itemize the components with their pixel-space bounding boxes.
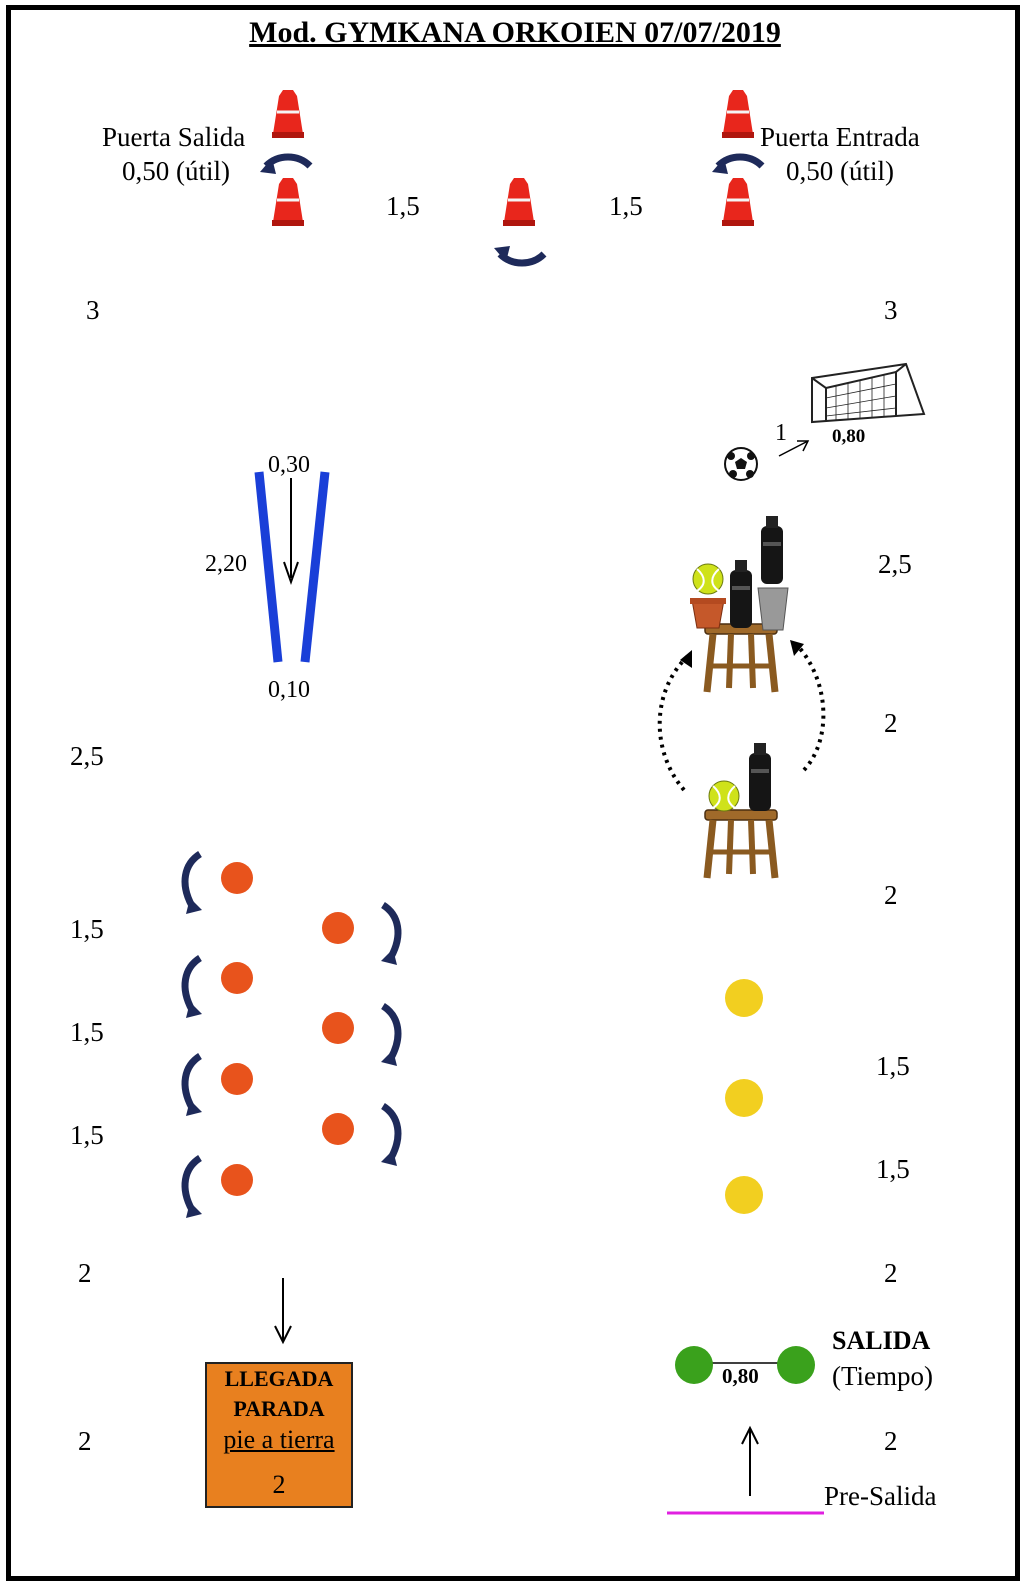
right-distance: 2 xyxy=(884,880,898,910)
gate-gap-right: 1,5 xyxy=(609,191,643,221)
left-distance: 3 xyxy=(86,295,100,325)
turn-arrow-icon xyxy=(712,157,762,174)
corridor-bottom-width: 0,10 xyxy=(268,677,310,703)
exit-gate-width: 0,50 (útil) xyxy=(122,156,230,186)
bottle-icon xyxy=(730,560,752,628)
right-distance: 2 xyxy=(884,708,898,738)
slalom-arrow-icon xyxy=(185,1056,202,1116)
finish-box: LLEGADA PARADA pie a tierra 2 xyxy=(205,1362,353,1508)
yellow-ball-icon xyxy=(725,979,763,1017)
slalom-arrow-icon xyxy=(381,905,398,965)
right-distance: 2,5 xyxy=(878,549,912,579)
stool-icon xyxy=(705,810,777,878)
slalom-arrow-icon xyxy=(185,1158,202,1218)
turn-arrow-icon xyxy=(494,246,547,267)
right-distance: 2 xyxy=(884,1426,898,1456)
start-label: SALIDA xyxy=(832,1326,931,1355)
right-distance: 2 xyxy=(884,1258,898,1288)
soccer-ball-icon xyxy=(724,447,758,481)
glass-icon xyxy=(757,587,789,631)
exit-gate-label: Puerta Salida xyxy=(102,122,246,152)
green-ball-icon xyxy=(777,1346,815,1384)
start-gate-width: 0,80 xyxy=(722,1364,759,1388)
slalom-arrow-icon xyxy=(185,854,202,914)
cone-icon xyxy=(720,88,756,140)
stool-icon xyxy=(705,624,777,692)
cone-icon xyxy=(270,88,306,140)
slalom-arrow-icon xyxy=(381,1106,398,1166)
orange-ball-icon xyxy=(322,1012,354,1044)
turn-arrow-icon xyxy=(260,157,310,174)
finish-size: 2 xyxy=(272,1470,286,1499)
slalom-arrow-icon xyxy=(185,958,202,1018)
left-distance: 1,5 xyxy=(70,1120,104,1150)
goal-distance: 1 xyxy=(775,420,787,446)
yellow-ball-icon xyxy=(725,1176,763,1214)
circuit-arrow-left xyxy=(657,654,690,792)
page-title: Mod. GYMKANA ORKOIEN 07/07/2019 xyxy=(249,16,781,49)
corridor-top-width: 0,30 xyxy=(268,452,310,478)
gate-gap-left: 1,5 xyxy=(386,191,420,221)
corridor-left-line xyxy=(254,471,283,663)
bottle-icon xyxy=(761,516,783,584)
corridor-right-line xyxy=(300,471,330,663)
left-distance: 2 xyxy=(78,1258,92,1288)
orange-ball-icon xyxy=(221,1063,253,1095)
yellow-ball-icon xyxy=(725,1079,763,1117)
pre-start-label: Pre-Salida xyxy=(824,1481,937,1511)
goal-width: 0,80 xyxy=(832,426,866,447)
slalom-arrow-icon xyxy=(381,1006,398,1066)
goal-direction-arrow xyxy=(778,440,809,457)
corridor-length: 2,20 xyxy=(205,551,247,577)
green-ball-icon xyxy=(675,1346,713,1384)
orange-ball-icon xyxy=(221,862,253,894)
entry-gate-label: Puerta Entrada xyxy=(760,122,920,152)
left-distance: 2,5 xyxy=(70,741,104,771)
orange-ball-icon xyxy=(221,962,253,994)
left-distance: 1,5 xyxy=(70,914,104,944)
cone-icon xyxy=(501,176,537,228)
cone-icon xyxy=(720,176,756,228)
right-distance: 3 xyxy=(884,295,898,325)
left-distance: 1,5 xyxy=(70,1017,104,1047)
goal-icon xyxy=(811,362,926,424)
right-distance: 1,5 xyxy=(876,1154,910,1184)
finish-line1: LLEGADA xyxy=(224,1366,334,1391)
flower-pot-icon xyxy=(690,598,726,629)
entry-gate-width: 0,50 (útil) xyxy=(786,156,894,186)
tennis-ball-icon xyxy=(692,563,724,595)
orange-ball-icon xyxy=(322,912,354,944)
cone-icon xyxy=(270,176,306,228)
start-sublabel: (Tiempo) xyxy=(832,1361,934,1391)
tennis-ball-icon xyxy=(708,780,740,812)
bottle-icon xyxy=(749,743,771,811)
right-distance: 1,5 xyxy=(876,1051,910,1081)
left-distance: 2 xyxy=(78,1426,92,1456)
circuit-arrow-right xyxy=(794,642,826,772)
orange-ball-icon xyxy=(322,1113,354,1145)
finish-line3: pie a tierra xyxy=(223,1425,335,1454)
finish-line2: PARADA xyxy=(233,1396,325,1421)
orange-ball-icon xyxy=(221,1164,253,1196)
